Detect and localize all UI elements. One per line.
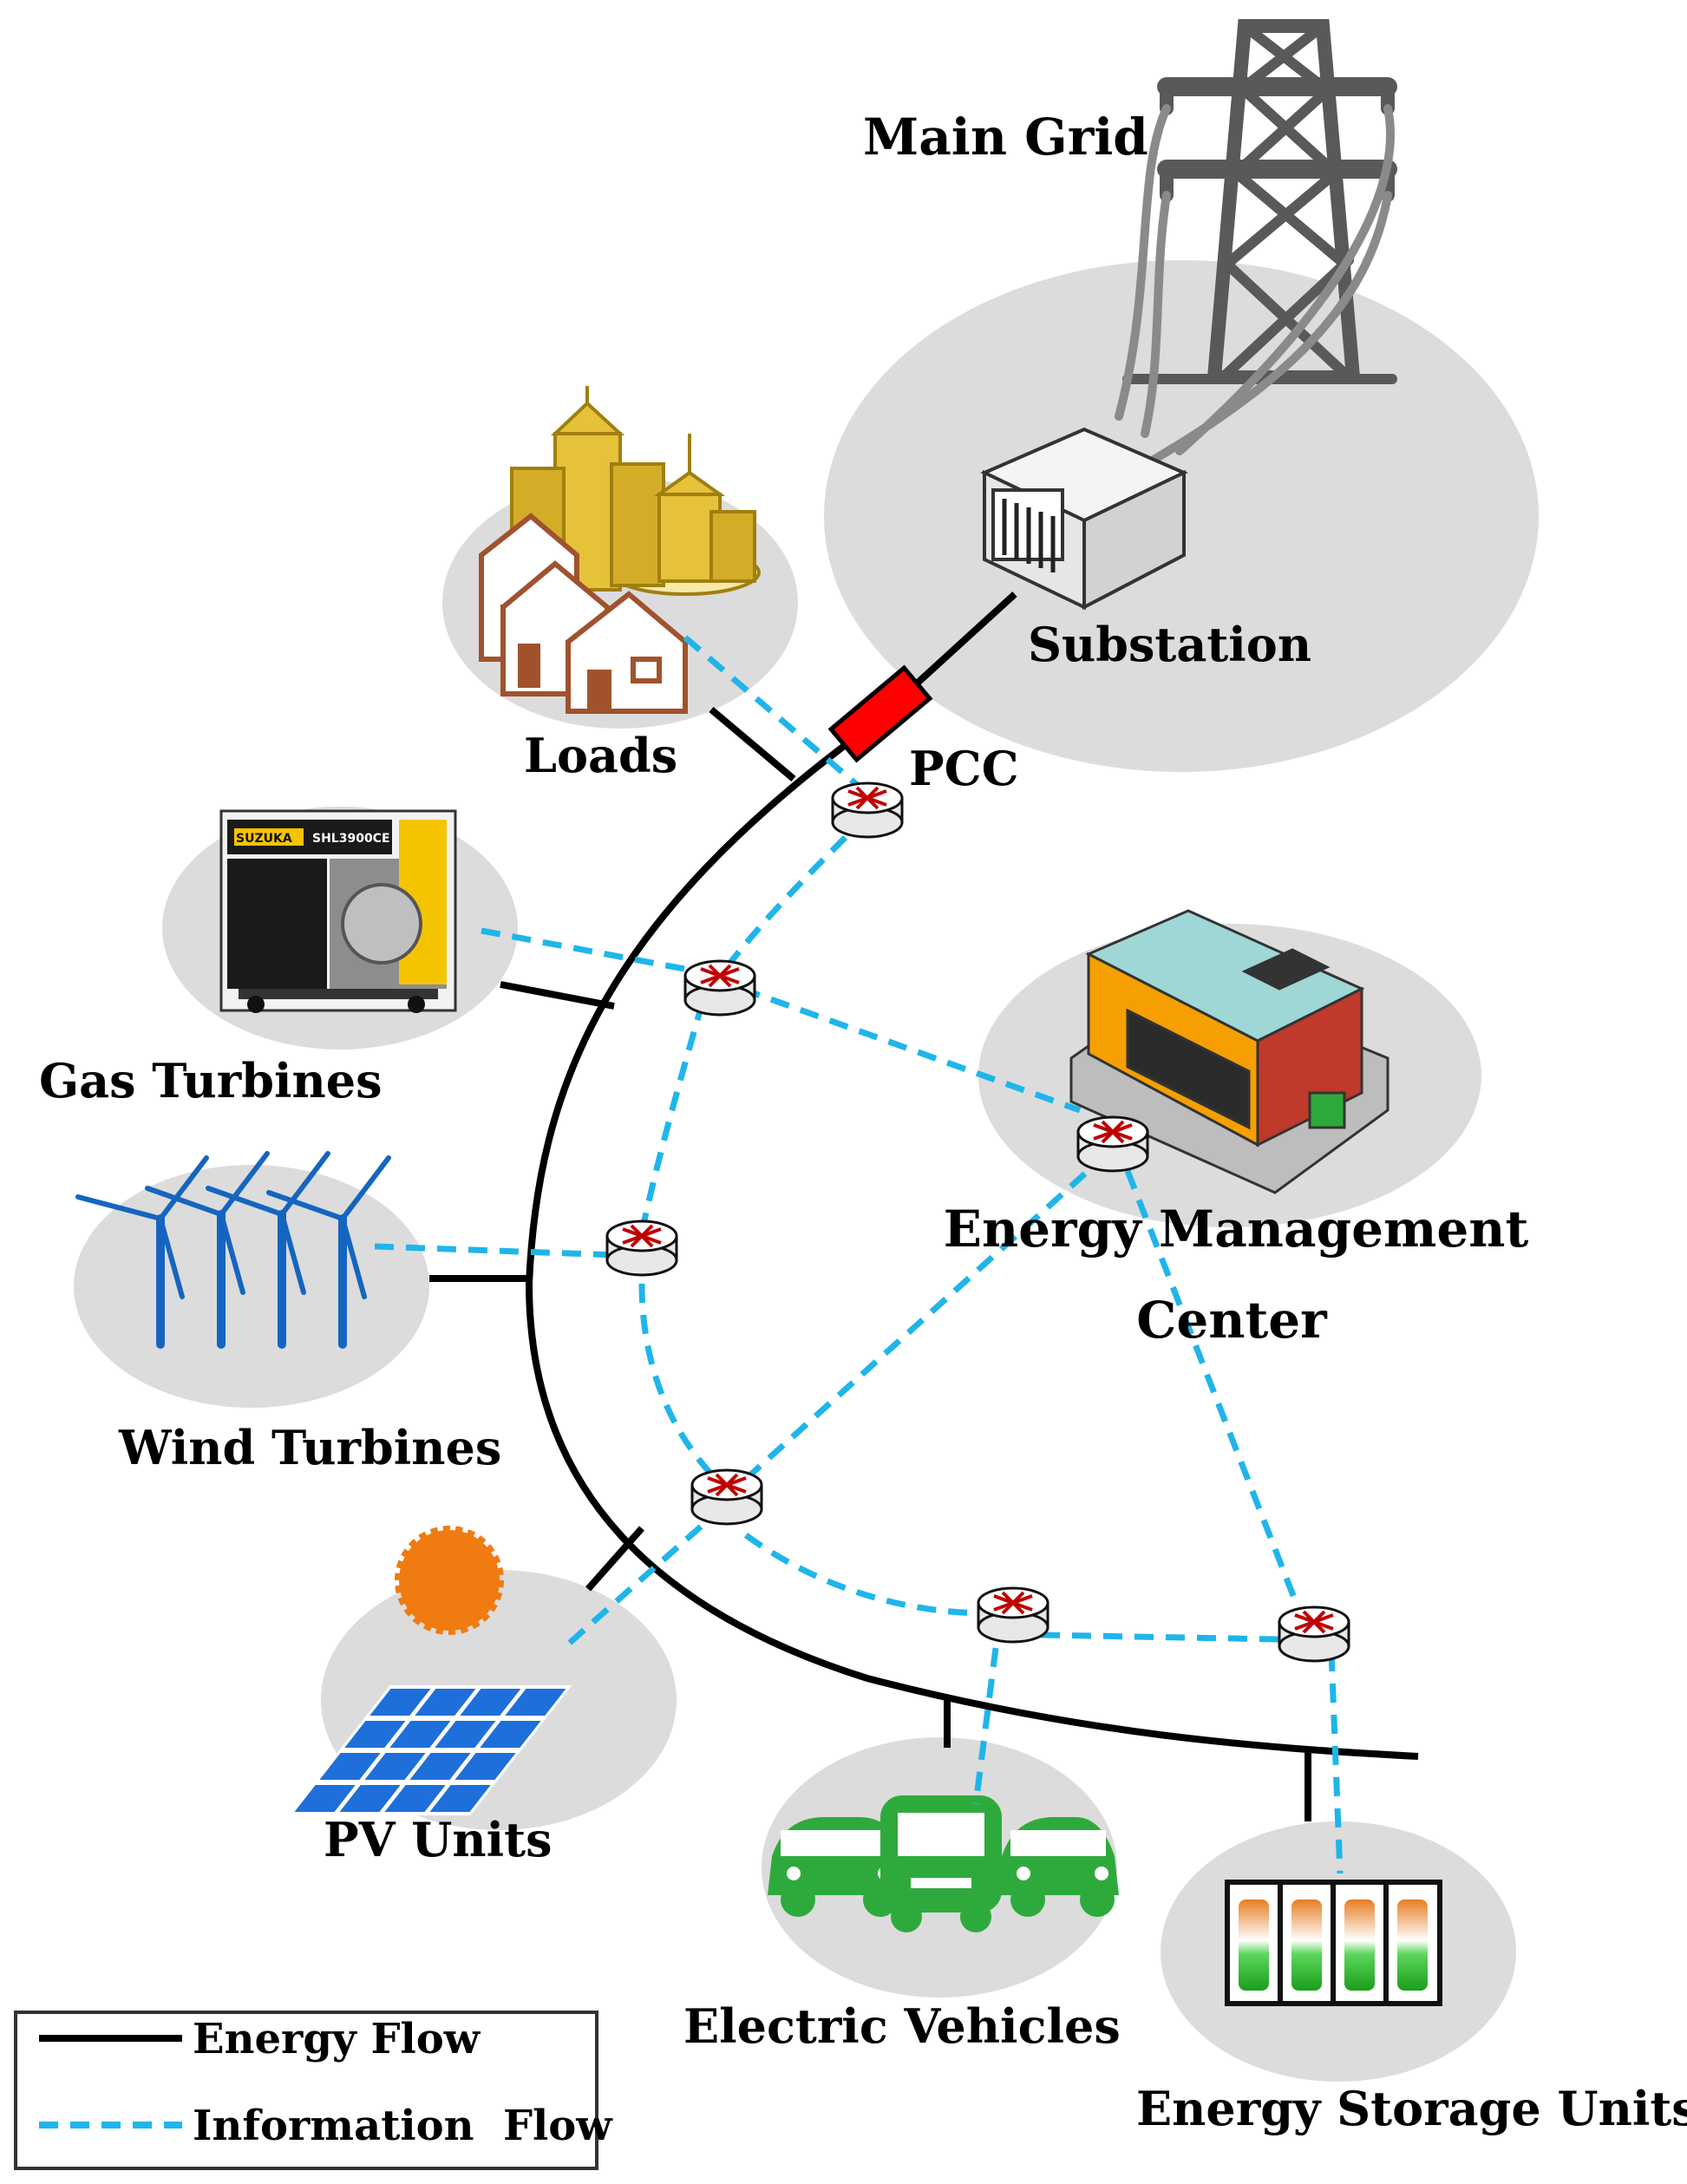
pv-units-label: PV Units [324,1812,553,1867]
router-icon [1076,1115,1149,1173]
router-icon [1278,1605,1350,1663]
pcc-breaker [827,664,933,763]
pcc-label: PCC [909,741,1019,796]
emc-label-line2: Center [1136,1291,1328,1350]
energy-management-building-icon [1069,909,1389,1194]
background-ellipses [74,260,1539,2082]
information-flow-lines [374,635,1344,1874]
legend-information-label: Information Flow [193,2102,613,2150]
router-icon [605,1220,678,1277]
info-gas-emc [740,985,1082,1114]
energy-bus-main [525,592,1419,1760]
electric-vehicles-icon [768,1795,1119,1932]
info-gas-source [481,927,699,975]
legend: Energy Flow Information Flow [14,2011,613,2170]
energy-flow-lines [429,592,1419,1821]
loads-feeder [709,706,796,782]
info-pv-ev [743,1533,990,1617]
diesel-generator-icon: SUZUKA SHL3900CE [219,809,457,1013]
generator-brand-text: SUZUKA [236,832,292,846]
info-pv-emc [743,1164,1095,1481]
gas-turbines-label: Gas Turbines [39,1053,383,1108]
gas-feeder [500,981,615,1010]
router-icon [690,1468,763,1526]
info-loads [683,635,870,796]
info-storage-source [1328,1651,1344,1874]
ev-car-right [997,1817,1119,1917]
transmission-tower-icon [1115,19,1397,464]
info-emc-storage [1124,1169,1300,1606]
ev-bus-center [880,1795,1002,1932]
substation-label: Substation [1028,617,1311,672]
pv-feeder [585,1526,644,1592]
loads-label: Loads [524,728,677,783]
info-ev-source [972,1647,999,1805]
batteries-icon [1225,1880,1442,2006]
energy-storage-label: Energy Storage Units [1136,2081,1687,2136]
info-gas-wind [638,1001,706,1233]
sun-icon [395,1526,504,1635]
wind-turbines-icon [75,1151,391,1349]
info-pcc-gas [717,813,870,978]
router-icon [683,959,756,1017]
emc-label-line1: Energy Management [944,1200,1529,1259]
generator-model-text: SHL3900CE [312,832,390,846]
legend-energy-label: Energy Flow [193,2015,481,2063]
electric-vehicles-label: Electric Vehicles [683,1998,1121,2054]
info-wind-pv [638,1283,723,1486]
substation-icon [980,427,1188,611]
router-icon [831,781,904,839]
labels: Main Grid Substation PCC Loads Gas Turbi… [39,108,1687,2136]
router-icon [977,1586,1049,1644]
wind-turbines-label: Wind Turbines [118,1420,501,1475]
info-ev-storage [1040,1631,1280,1643]
ev-car-left [768,1817,911,1917]
info-wind-source [374,1243,617,1259]
houses-icon [479,513,688,714]
pv-panels-icon [288,1685,572,1815]
main-grid-label: Main Grid [863,108,1148,167]
